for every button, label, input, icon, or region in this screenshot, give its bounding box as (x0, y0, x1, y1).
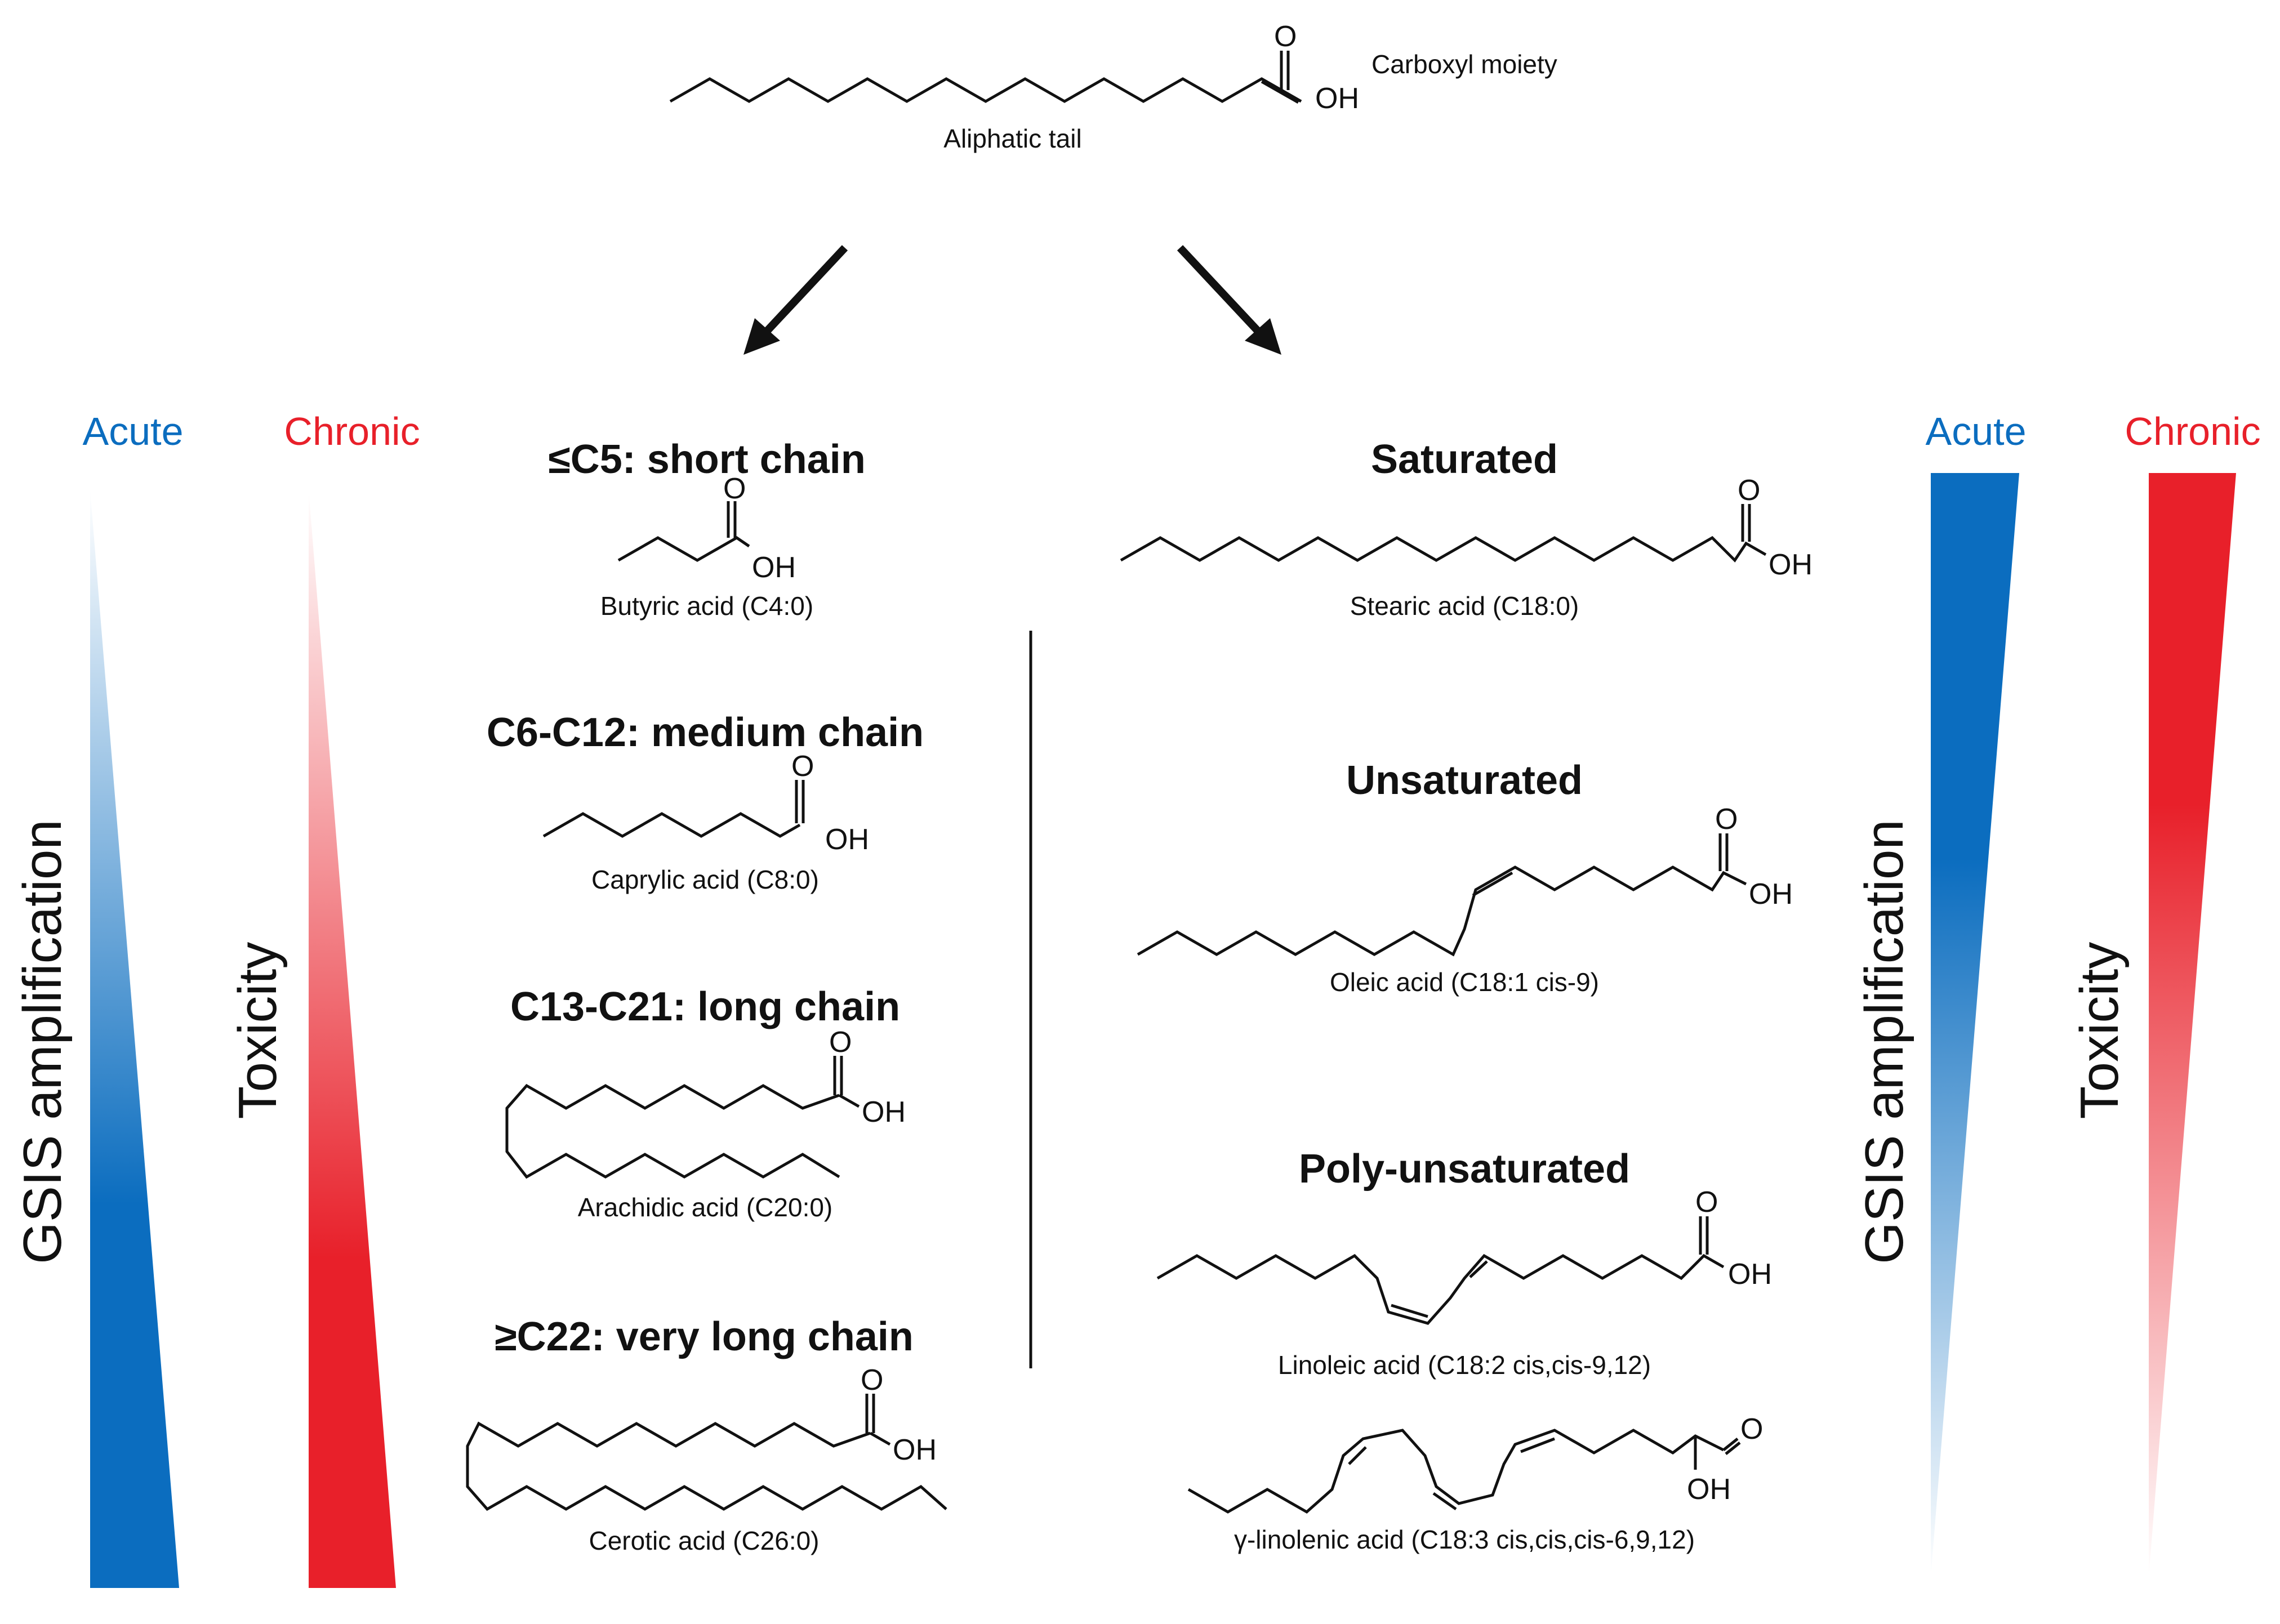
arrow-right-head (1245, 318, 1281, 355)
left-chronic-label: Chronic (284, 409, 420, 453)
unsaturated-heading: Unsaturated (1346, 758, 1583, 803)
butyric-oh: OH (752, 551, 796, 584)
right-scale: Acute Chronic GSIS amplification Toxicit… (1854, 409, 2261, 1577)
left-gsis-axis: GSIS amplification (12, 819, 73, 1264)
branch-arrows (743, 245, 1281, 355)
arachidic-o: O (829, 1026, 852, 1059)
oleic-acid-label: Oleic acid (C18:1 cis-9) (1330, 967, 1599, 997)
chain-length-column: ≤C5: short chain O OH Butyric acid (C4:0… (466, 437, 947, 1555)
butyric-o: O (723, 472, 746, 505)
cerotic-o: O (861, 1364, 883, 1397)
left-toxicity-axis: Toxicity (228, 942, 288, 1119)
left-acute-label: Acute (83, 409, 184, 453)
linoleic-acid-label: Linoleic acid (C18:2 cis,cis-9,12) (1278, 1350, 1651, 1380)
stearic-oh: OH (1769, 548, 1813, 581)
left-scale: Acute Chronic GSIS amplification Toxicit… (12, 409, 420, 1588)
aliphatic-tail-chain (669, 77, 1302, 103)
oleic-acid-structure (1137, 865, 1747, 957)
stearic-o: O (1738, 474, 1760, 507)
arachidic-acid-label: Arachidic acid (C20:0) (578, 1193, 833, 1222)
caprylic-acid-label: Caprylic acid (C8:0) (591, 865, 819, 894)
caprylic-oh: OH (825, 823, 869, 856)
linolenic-o: O (1740, 1413, 1763, 1445)
linoleic-oh: OH (1728, 1258, 1772, 1291)
left-acute-wedge (90, 490, 179, 1588)
aliphatic-tail-label: Aliphatic tail (943, 124, 1081, 153)
medium-chain-heading: C6-C12: medium chain (487, 710, 924, 755)
right-acute-wedge (1931, 473, 2019, 1577)
cerotic-oh: OH (893, 1434, 937, 1466)
arachidic-oh: OH (862, 1096, 906, 1128)
linoleic-o: O (1695, 1186, 1718, 1219)
poly-unsaturated-heading: Poly-unsaturated (1299, 1146, 1630, 1192)
short-chain-heading: ≤C5: short chain (548, 437, 866, 482)
right-gsis-axis: GSIS amplification (1854, 819, 1914, 1264)
arachidic-acid-structure (505, 1083, 840, 1179)
arrow-left-head (743, 318, 780, 355)
long-chain-heading: C13-C21: long chain (510, 984, 900, 1029)
stearic-acid-label: Stearic acid (C18:0) (1350, 591, 1579, 621)
cerotic-acid-structure (466, 1421, 947, 1511)
gamma-linolenic-acid-structure (1187, 1429, 1725, 1514)
oleic-o: O (1715, 803, 1738, 836)
linoleic-acid-structure (1156, 1253, 1725, 1325)
carboxyl-moiety-label: Carboxyl moiety (1371, 50, 1557, 79)
caprylic-acid-structure (542, 812, 801, 838)
hydroxyl-group: OH (1315, 82, 1359, 115)
carbonyl-oxygen: O (1274, 20, 1297, 53)
caprylic-o: O (791, 750, 814, 783)
right-chronic-label: Chronic (2125, 409, 2260, 453)
right-chronic-wedge (2149, 473, 2236, 1577)
left-chronic-wedge (309, 490, 396, 1588)
top-fatty-acid: O OH Carboxyl moiety Aliphatic tail (669, 20, 1557, 153)
butyric-acid-structure (617, 536, 750, 562)
very-long-chain-heading: ≥C22: very long chain (495, 1314, 914, 1359)
cerotic-acid-label: Cerotic acid (C26:0) (589, 1526, 819, 1555)
butyric-acid-label: Butyric acid (C4:0) (600, 591, 813, 621)
saturated-heading: Saturated (1371, 437, 1558, 482)
oleic-oh: OH (1749, 878, 1793, 911)
gamma-linolenic-acid-label: γ-linolenic acid (C18:3 cis,cis,cis-6,9,… (1234, 1525, 1695, 1554)
right-toxicity-axis: Toxicity (2069, 942, 2130, 1119)
stearic-acid-structure (1120, 536, 1767, 563)
saturation-column: Saturated O OH Stearic acid (C18:0) Unsa… (1120, 437, 1813, 1554)
linolenic-oh: OH (1687, 1473, 1731, 1506)
right-acute-label: Acute (1926, 409, 2027, 453)
